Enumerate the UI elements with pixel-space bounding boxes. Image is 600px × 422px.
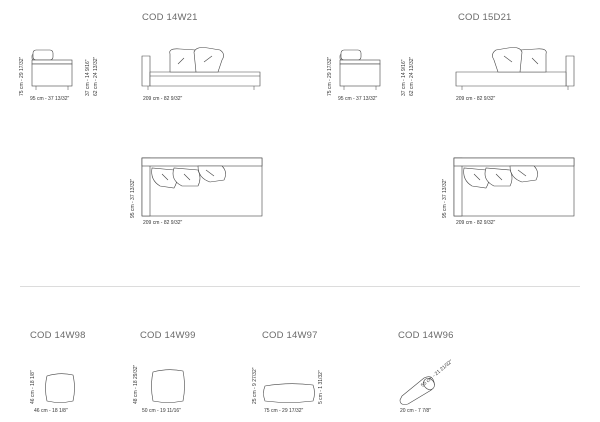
sofa-side-view-right: [339, 49, 381, 90]
side-arm-dim-right: 62 cm - 24 13/32": [409, 56, 415, 96]
cushion-14w97-height-dim: 25 cm - 9 27/32": [252, 367, 258, 404]
cushion-14w98-height-dim: 46 cm - 18 1/8": [30, 370, 36, 404]
side-seat-dim-right: 37 cm - 14 9/16": [401, 59, 407, 96]
cushion-14w99-width-dim: 50 cm - 19 11/16": [142, 408, 181, 414]
cushion-14w96-diameter-dim: 20 cm - 7 7/8": [400, 408, 431, 414]
front-width-dim-left: 209 cm - 82 9/32": [143, 96, 183, 102]
section-divider: [20, 286, 580, 287]
plan-width-dim-right: 209 cm - 82 9/32": [456, 220, 496, 226]
side-arm-dim-left: 62 cm - 24 13/32": [93, 56, 99, 96]
product-code-left: COD 14W21: [142, 12, 198, 23]
cushion-14w97-depth-dim: 5 cm - 1 31/32": [318, 370, 324, 404]
cushion-14w98-width-dim: 46 cm - 18 1/8": [34, 408, 68, 414]
cushion-14w99-height-dim: 48 cm - 18 29/32": [133, 364, 139, 404]
bolster-cushion: [399, 376, 435, 405]
sofa-plan-view-right: [453, 157, 575, 217]
plan-width-dim-left: 209 cm - 82 9/32": [143, 220, 183, 226]
square-cushion-large: [151, 369, 185, 403]
rectangular-cushion: [263, 383, 315, 403]
cushion-code-14w99: COD 14W99: [140, 330, 196, 341]
cushion-code-14w98: COD 14W98: [30, 330, 86, 341]
cushion-code-14w96: COD 14W96: [398, 330, 454, 341]
plan-depth-dim-left: 95 cm - 37 13/32": [130, 178, 136, 218]
sofa-front-view-left: [141, 47, 261, 90]
side-depth-dim-right: 95 cm - 37 13/32": [338, 96, 378, 102]
cushion-code-14w97: COD 14W97: [262, 330, 318, 341]
front-width-dim-right: 209 cm - 82 9/32": [456, 96, 496, 102]
side-seat-dim-left: 37 cm - 14 9/16": [85, 59, 91, 96]
cushion-14w97-width-dim: 75 cm - 29 17/32": [264, 408, 304, 414]
sofa-side-view-left: [31, 49, 73, 90]
side-height-dim-left: 75 cm - 29 17/32": [19, 56, 25, 96]
square-cushion-small: [45, 373, 75, 403]
side-height-dim-right: 75 cm - 29 17/32": [327, 56, 333, 96]
sofa-front-view-right: [455, 47, 575, 90]
side-depth-dim-left: 95 cm - 37 13/32": [30, 96, 70, 102]
plan-depth-dim-right: 95 cm - 37 13/32": [442, 178, 448, 218]
sofa-plan-view-left: [141, 157, 263, 217]
product-code-right: COD 15D21: [458, 12, 512, 23]
